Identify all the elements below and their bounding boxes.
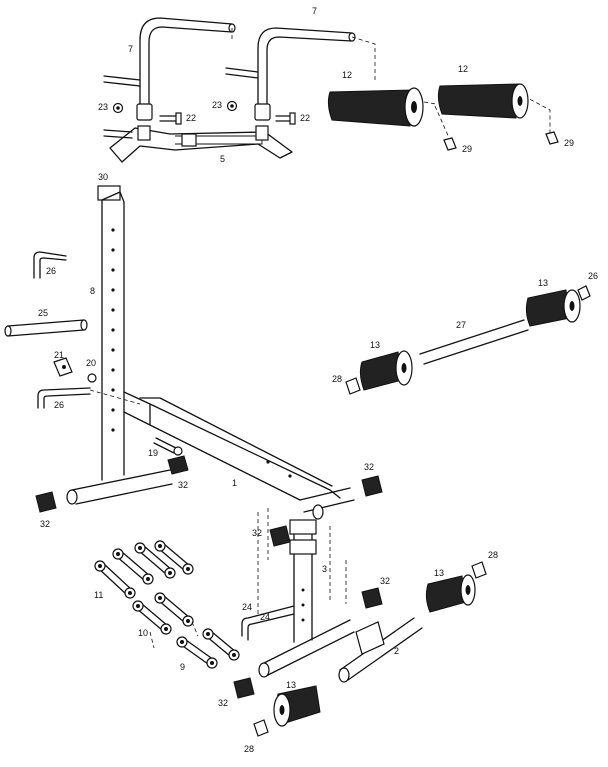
label-cap-bottom: 28 [244,744,254,754]
label-foot-cap-front: 32 [380,576,390,586]
label-bolt-mid: 19 [148,448,158,458]
label-roller-right: 13 [538,278,548,288]
upright-holes [111,228,115,432]
upper-roller-axle [345,285,591,395]
label-knob: 21 [54,350,64,360]
label-foot-cap-mid: 32 [178,480,188,490]
label-nut-left: 23 [98,102,108,112]
top-foam-pads [327,83,559,151]
top-handle-assembly [103,17,356,163]
label-foot-cap-right: 32 [364,462,374,472]
label-bolt-right: 22 [300,113,310,123]
label-foot-cap-left: 32 [40,519,50,529]
label-pad-top-right: 12 [458,64,468,74]
label-leg-frame: 3 [322,564,327,574]
label-axle: 27 [456,320,466,330]
part-labels: 7 7 12 12 23 22 23 22 29 29 5 30 26 26 8… [38,6,598,754]
label-roller-low-right: 13 [434,568,444,578]
label-roller-left: 13 [370,340,380,350]
label-link-b: 10 [138,628,148,638]
label-rear-bar: 2 [394,646,399,656]
label-washer: 20 [86,358,96,368]
label-bolt-left: 22 [186,113,196,123]
label-foot-cap-bottom: 32 [218,698,228,708]
label-foot-cap-lower: 32 [252,528,262,538]
label-cap-mid: 28 [332,374,342,384]
label-link-c: 9 [180,662,185,672]
label-roller-bottom: 13 [286,680,296,690]
label-pin-leg-b: 24 [260,612,270,622]
label-main-frame: 1 [232,478,237,488]
label-pin-right: 26 [588,271,598,281]
label-cap-top-right: 29 [564,138,574,148]
link-plates [94,540,240,669]
label-bar-left: 25 [38,308,48,318]
label-upright-cap: 30 [98,172,108,182]
left-loose-parts [4,251,141,409]
label-top-upright-left: 7 [128,44,133,54]
label-cap-low-right: 28 [488,550,498,560]
label-pin-upper: 26 [46,266,56,276]
label-link-a: 11 [94,590,103,600]
main-frame-assembly [35,185,383,547]
label-bracket: 5 [220,154,225,164]
label-nut-right: 23 [212,100,222,110]
label-pin-leg-a: 24 [242,602,252,612]
label-upright: 8 [90,286,95,296]
label-pin-side: 26 [54,400,64,410]
leg-frame-assembly [233,508,487,737]
label-pad-top-left: 12 [342,70,352,80]
label-cap-top-left: 29 [462,144,472,154]
label-top-crossbar-right: 7 [312,6,317,16]
